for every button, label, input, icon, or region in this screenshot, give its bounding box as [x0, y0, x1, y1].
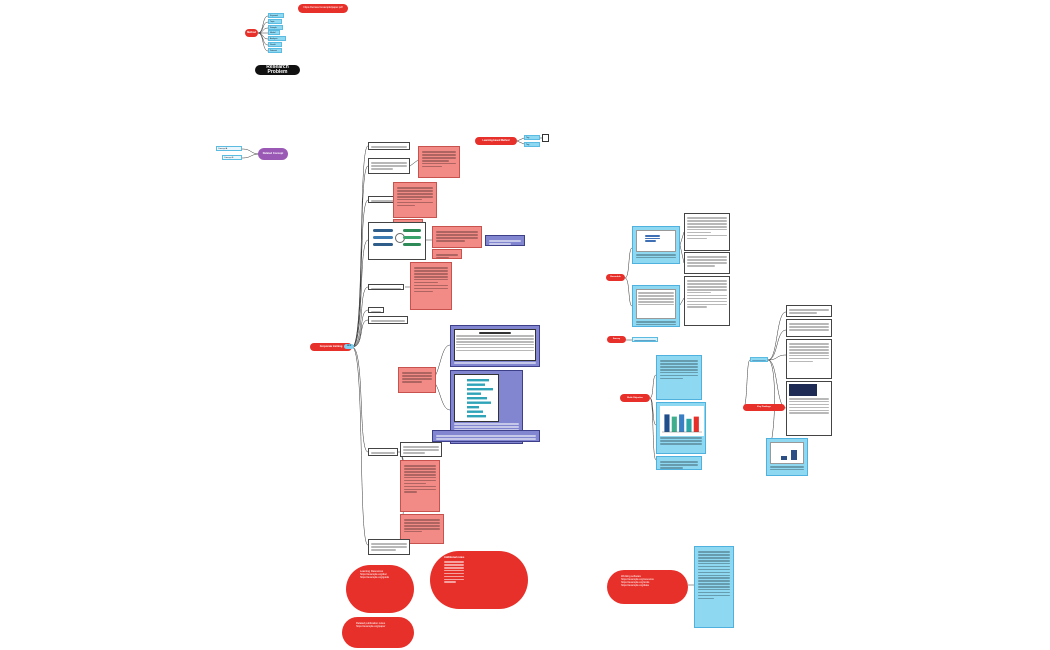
top-tag[interactable]: Analysis — [268, 36, 286, 41]
top-tag[interactable]: Topic — [268, 19, 282, 24]
learning-based-node[interactable]: Learning-based Method — [475, 137, 517, 145]
text-card[interactable] — [684, 276, 730, 326]
corporate-training-node[interactable]: Corporate training — [310, 343, 352, 351]
topic-card[interactable] — [368, 316, 408, 324]
survey-node[interactable]: Survey — [607, 336, 626, 343]
additional-notes-blob[interactable]: Additional notes — [430, 551, 528, 609]
topic-card[interactable] — [400, 442, 442, 457]
pink-note[interactable] — [432, 249, 462, 259]
chart-bar-B — [671, 416, 677, 432]
findings-tag[interactable] — [750, 357, 768, 362]
publication-notes-text: Related publication notes https://exampl… — [356, 622, 386, 628]
pink-note[interactable] — [432, 226, 482, 248]
hbar-row — [467, 383, 485, 386]
hbar-row — [467, 379, 489, 382]
topic-card[interactable] — [368, 448, 398, 456]
blue-note[interactable] — [656, 355, 702, 400]
working-software-blob[interactable]: Working software https://example.org/res… — [607, 570, 688, 604]
pink-note[interactable] — [400, 460, 440, 512]
top-tag[interactable]: Model — [268, 30, 280, 35]
top-tag[interactable]: Sample — [268, 25, 283, 30]
learning-tag[interactable]: Tag — [524, 135, 540, 140]
blue-table-card[interactable] — [632, 285, 680, 327]
image-text-card[interactable] — [786, 381, 832, 436]
vertical-bar-chart — [660, 406, 704, 436]
text-card[interactable] — [786, 339, 832, 379]
chart-bar-E — [693, 416, 699, 432]
blue-note[interactable] — [694, 546, 734, 628]
related-concept-node[interactable]: Related Concept — [258, 148, 288, 160]
pink-note[interactable] — [418, 146, 460, 178]
diagram-card[interactable] — [368, 222, 426, 260]
chart-bar-A — [664, 414, 670, 432]
violet-caption[interactable] — [432, 430, 540, 442]
additional-notes-title: Additional notes — [444, 556, 465, 559]
blue-note[interactable] — [656, 456, 702, 470]
hbar-row — [467, 397, 487, 400]
blue-chart-card[interactable] — [766, 438, 808, 476]
topic-card[interactable] — [368, 284, 404, 290]
topic-card[interactable] — [368, 539, 410, 555]
blue-figure-card[interactable] — [632, 226, 680, 264]
top-note[interactable]: https://someurl.example/paper.pdf — [298, 4, 348, 13]
method-node[interactable]: Method — [245, 29, 258, 37]
top-tag[interactable]: Result — [268, 42, 282, 47]
hbar-row — [467, 401, 491, 404]
text-card[interactable] — [684, 252, 730, 274]
learning-tag[interactable]: Tag — [524, 142, 540, 147]
key-findings-node[interactable]: Key Findings — [743, 404, 785, 411]
top-tag[interactable]: Dataset — [268, 48, 282, 53]
topic-card[interactable] — [368, 158, 410, 174]
hbar-row — [467, 410, 483, 413]
ensemble-node[interactable]: Ensemble — [606, 274, 625, 281]
publication-notes-blob[interactable]: Related publication notes https://exampl… — [342, 617, 414, 648]
blue-chart-card[interactable] — [656, 402, 706, 454]
link-tag[interactable]: Link — [344, 344, 354, 349]
concept-tag[interactable]: Concept A — [216, 146, 242, 151]
survey-tag[interactable] — [632, 337, 658, 342]
pink-note[interactable] — [398, 367, 436, 393]
pink-note[interactable] — [400, 514, 444, 544]
learning-resources-blob[interactable]: Learning Resources https://example.org/d… — [346, 565, 414, 613]
multi-objective-node[interactable]: Multi-Objective — [620, 394, 650, 402]
learning-resources-text: Learning Resources https://example.org/d… — [360, 570, 390, 579]
hbar-row — [467, 392, 481, 395]
document-icon — [542, 134, 549, 142]
hbar-row — [467, 388, 493, 391]
top-tag[interactable]: Keyword — [268, 13, 284, 18]
chart-bar-C — [679, 414, 685, 432]
horizontal-bar-chart — [454, 374, 499, 422]
violet-note[interactable] — [485, 235, 525, 246]
working-software-text: Working software https://example.org/res… — [621, 575, 654, 587]
topic-card[interactable] — [368, 142, 410, 150]
table-card[interactable] — [450, 325, 540, 367]
text-card[interactable] — [786, 305, 832, 317]
topic-card[interactable] — [368, 307, 384, 313]
text-card[interactable] — [684, 213, 730, 251]
hbar-row — [467, 415, 486, 418]
concept-tag[interactable]: Concept B — [222, 155, 242, 160]
pink-note[interactable] — [393, 182, 437, 218]
chart-bar-D — [686, 418, 692, 432]
hbar-row — [467, 406, 479, 409]
text-card[interactable] — [786, 319, 832, 337]
research-problem-node[interactable]: Research Problem — [255, 65, 300, 75]
pink-note[interactable] — [410, 262, 452, 310]
